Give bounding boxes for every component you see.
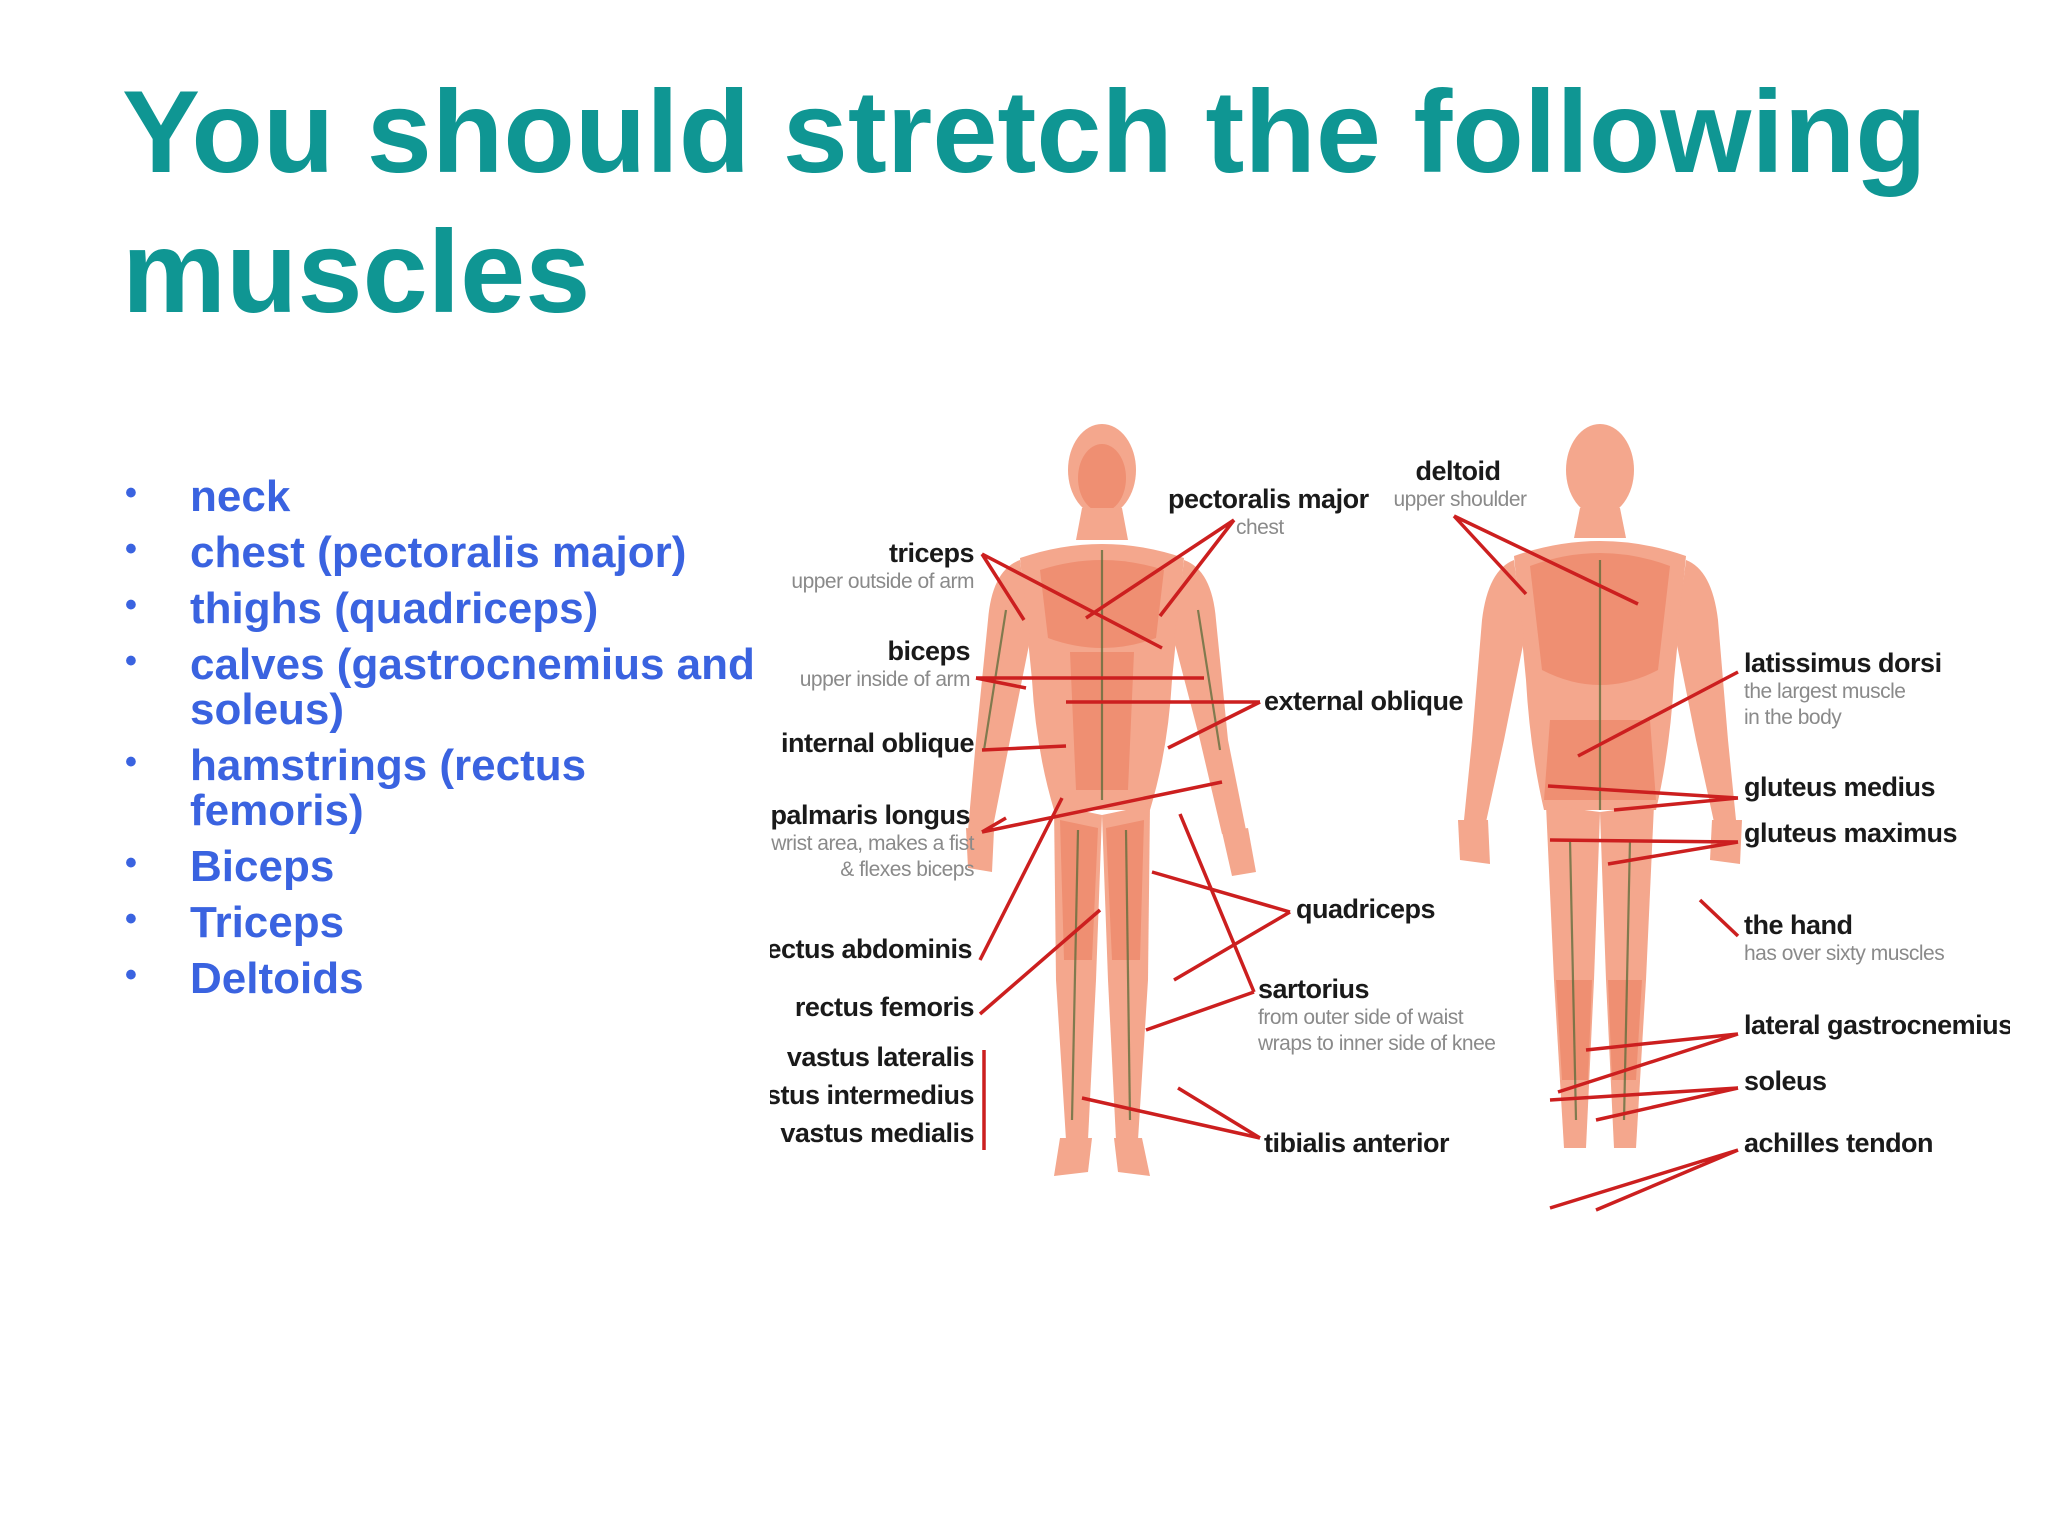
muscle-anatomy-diagram: triceps upper outside of arm biceps uppe… bbox=[770, 424, 2010, 1212]
label-palmaris-desc-1: wrist area, makes a fist bbox=[770, 832, 974, 855]
bullet-item: • neck bbox=[125, 474, 765, 519]
bullet-dot-icon: • bbox=[125, 642, 137, 680]
label-sartorius: sartorius bbox=[1258, 974, 1369, 1004]
label-achilles-tendon: achilles tendon bbox=[1744, 1128, 1933, 1158]
label-soleus: soleus bbox=[1744, 1066, 1827, 1096]
slide-title: You should stretch the following muscles bbox=[122, 66, 1927, 337]
label-sartorius-desc-2: wraps to inner side of knee bbox=[1257, 1032, 1495, 1055]
bullet-text: calves (gastrocnemius and soleus) bbox=[190, 640, 755, 734]
label-external-oblique: external oblique bbox=[1264, 686, 1464, 716]
label-quadriceps: quadriceps bbox=[1296, 894, 1435, 924]
bullet-dot-icon: • bbox=[125, 530, 137, 568]
label-vastus-lateralis: vastus lateralis bbox=[787, 1042, 974, 1072]
label-deltoid: deltoid bbox=[1416, 456, 1501, 486]
bullet-text: hamstrings (rectus femoris) bbox=[190, 741, 587, 835]
label-internal-oblique: internal oblique bbox=[781, 728, 974, 758]
label-lateral-gastrocnemius: lateral gastrocnemius bbox=[1744, 1010, 2010, 1040]
bullet-dot-icon: • bbox=[125, 474, 137, 512]
bullet-text: chest (pectoralis major) bbox=[190, 528, 687, 577]
bullet-item: • Deltoids bbox=[125, 956, 765, 1001]
muscle-bullet-list: • neck • chest (pectoralis major) • thighs (q… bbox=[125, 474, 765, 1012]
label-gluteus-maximus: gluteus maximus bbox=[1744, 818, 1957, 848]
label-biceps: biceps bbox=[887, 636, 970, 666]
bullet-item: • chest (pectoralis major) bbox=[125, 530, 765, 575]
label-biceps-desc: upper inside of arm bbox=[800, 668, 970, 691]
bullet-dot-icon: • bbox=[125, 900, 137, 938]
label-the-hand: the hand bbox=[1744, 910, 1853, 940]
label-latissimus-desc-2: in the body bbox=[1744, 706, 1842, 729]
label-rectus-abdominis: rectus abdominis bbox=[770, 934, 972, 964]
bullet-item: • Triceps bbox=[125, 900, 765, 945]
label-vastus-intermedius: vastus intermedius bbox=[770, 1080, 974, 1110]
bullet-text: Deltoids bbox=[190, 954, 364, 1003]
bullet-item: • Biceps bbox=[125, 844, 765, 889]
bullet-text: Biceps bbox=[190, 842, 335, 891]
bullet-item: • hamstrings (rectus femoris) bbox=[125, 743, 765, 833]
label-triceps: triceps bbox=[889, 538, 974, 568]
label-vastus-medialis: vastus medialis bbox=[780, 1118, 974, 1148]
pointer-lines bbox=[975, 514, 1740, 1212]
label-tibialis-anterior: tibialis anterior bbox=[1264, 1128, 1450, 1158]
bullet-text: Triceps bbox=[190, 898, 345, 947]
label-triceps-desc: upper outside of arm bbox=[791, 570, 974, 593]
label-pectoralis-major: pectoralis major bbox=[1168, 484, 1370, 514]
label-rectus-femoris: rectus femoris bbox=[795, 992, 974, 1022]
bullet-dot-icon: • bbox=[125, 956, 137, 994]
label-latissimus-dorsi: latissimus dorsi bbox=[1744, 648, 1942, 678]
bullet-text: thighs (quadriceps) bbox=[190, 584, 599, 633]
bullet-text: neck bbox=[190, 472, 291, 521]
back-body-figure bbox=[1458, 424, 1742, 1148]
label-latissimus-desc-1: the largest muscle bbox=[1744, 680, 1905, 703]
label-sartorius-desc-1: from outer side of waist bbox=[1258, 1006, 1464, 1029]
label-palmaris-desc-2: & flexes biceps bbox=[840, 858, 974, 881]
bullet-item: • calves (gastrocnemius and soleus) bbox=[125, 642, 765, 732]
label-gluteus-medius: gluteus medius bbox=[1744, 772, 1935, 802]
bullet-dot-icon: • bbox=[125, 586, 137, 624]
label-deltoid-desc: upper shoulder bbox=[1393, 488, 1527, 511]
label-palmaris-longus: palmaris longus bbox=[770, 800, 970, 830]
front-body-figure bbox=[966, 424, 1256, 1176]
bullet-dot-icon: • bbox=[125, 743, 137, 781]
bullet-dot-icon: • bbox=[125, 844, 137, 882]
label-the-hand-desc: has over sixty muscles bbox=[1744, 942, 1944, 965]
label-pectoralis-desc: chest bbox=[1236, 516, 1284, 539]
bullet-item: • thighs (quadriceps) bbox=[125, 586, 765, 631]
